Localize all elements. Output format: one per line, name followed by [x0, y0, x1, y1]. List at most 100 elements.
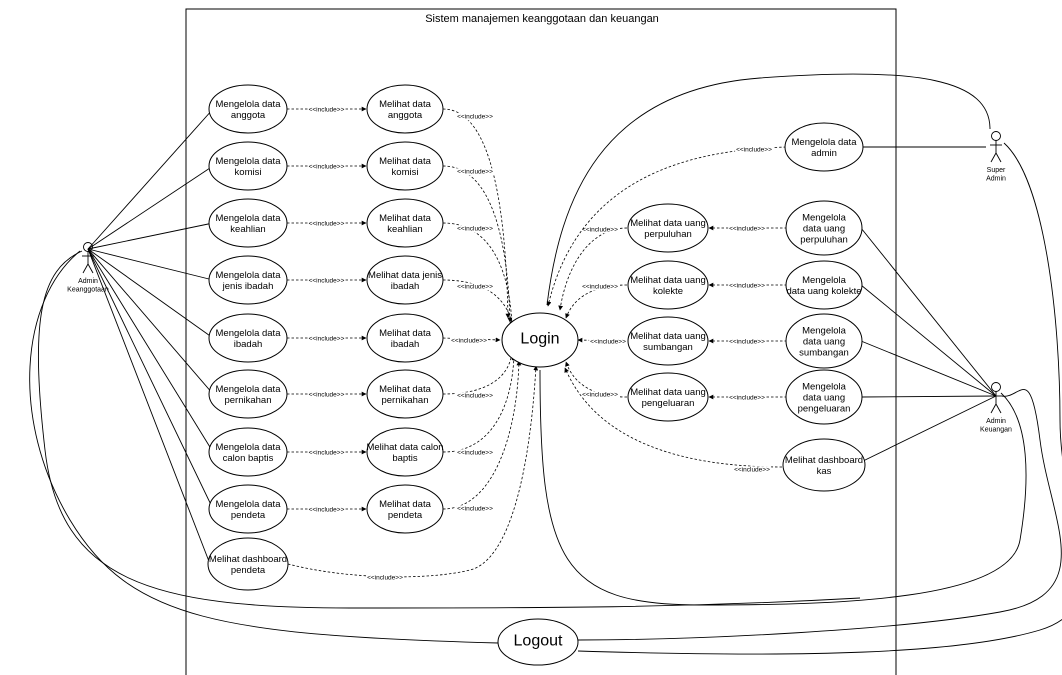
include-manage-view-uang-0-label: <<include>>	[729, 225, 765, 232]
uc-dashboard-kas-label: Melihat dashboard	[785, 455, 863, 466]
uc-manage-uang-3-label: Mengelola	[802, 382, 847, 393]
system-title: Sistem manajemen keanggotaan dan keuanga…	[425, 13, 659, 25]
uc-manage-uang-3-label: data uang	[803, 393, 845, 404]
include-view-login-2-label-bg	[456, 225, 495, 233]
actor-super-admin-label: Super	[987, 167, 1006, 174]
actor-super-admin-leg-left	[990, 152, 997, 163]
include-view-login-7-label: <<include>>	[457, 505, 493, 512]
uc-manage-0-label: Mengelola data	[216, 99, 282, 110]
uc-view-uang-0-shape	[627, 203, 709, 253]
uc-view-3-shape	[366, 255, 444, 305]
uc-dashboard-pendeta-shape	[207, 537, 289, 591]
assoc-au-manage-3	[860, 395, 997, 398]
include-view-login-0-label: <<include>>	[457, 113, 493, 120]
include-admin-login-label: <<include>>	[736, 146, 772, 153]
uc-manage-5-shape	[208, 369, 288, 419]
include-manage-view-0-label-bg	[307, 106, 346, 114]
uc-manage-uang-2-label: data uang	[803, 337, 845, 348]
include-view-login-6	[442, 355, 517, 453]
include-manage-view-2-label: <<include>>	[309, 220, 345, 227]
uc-manage-4-shape	[208, 313, 288, 363]
assoc-ak-manage-6	[87, 248, 214, 453]
uc-view-uang-0-label: Melihat data uang	[630, 218, 706, 229]
uc-view-5-shape	[366, 369, 444, 419]
include-manage-view-uang-3-label: <<include>>	[729, 394, 765, 401]
uc-view-3-label: Melihat data jenis	[368, 270, 442, 281]
include-view-login-7-label-bg	[456, 505, 495, 513]
system-boundary	[185, 8, 897, 675]
uc-dashboard-kas-shape	[782, 438, 866, 492]
uc-view-uang-0-label: perpuluhan	[644, 229, 692, 240]
assoc-au-login	[539, 369, 1027, 606]
uc-view-4-shape	[366, 313, 444, 363]
uc-manage-uang-0-shape	[785, 200, 863, 256]
include-manage-view-6-label: <<include>>	[309, 449, 345, 456]
uc-manage-6-shape	[208, 427, 288, 477]
uc-manage-admin-label: admin	[811, 148, 837, 159]
include-view-login-1	[442, 165, 513, 323]
include-manage-view-4-label-bg	[307, 335, 346, 343]
actor-super-admin-leg-right	[995, 152, 1002, 163]
include-manage-view-uang-1-label: <<include>>	[729, 282, 765, 289]
uc-view-1-shape	[366, 141, 444, 191]
assoc-sa-logout	[577, 142, 1062, 655]
uc-manage-uang-0-label: data uang	[803, 224, 845, 235]
uc-view-0-label: anggota	[388, 110, 423, 121]
uc-manage-1-shape	[208, 141, 288, 191]
uc-manage-2-label: Mengelola data	[216, 213, 282, 224]
uc-view-4-label: Melihat data	[379, 328, 431, 339]
actor-super-admin-label: Admin	[986, 176, 1006, 183]
uc-manage-4-label: Mengelola data	[216, 328, 282, 339]
include-manage-view-6-label-bg	[307, 449, 346, 457]
uc-manage-uang-3-label: pengeluaran	[798, 404, 851, 415]
include-view-login-1-label: <<include>>	[457, 168, 493, 175]
include-manage-view-5-label: <<include>>	[309, 391, 345, 398]
assoc-au-logout	[577, 389, 1062, 641]
assoc-ak-manage-5	[87, 248, 214, 395]
uc-view-1-label: Melihat data	[379, 156, 431, 167]
include-dashboard-kas-login-label: <<include>>	[734, 466, 770, 473]
uc-manage-5-label: pernikahan	[224, 395, 271, 406]
uc-login: Login	[501, 312, 579, 368]
uc-manage-2-shape	[208, 198, 288, 248]
uc-login-shape	[501, 312, 579, 368]
actor-admin-keanggotaan-leg-right	[87, 263, 94, 274]
uc-dashboard-kas-label: kas	[817, 466, 832, 477]
assoc-au-manage-1	[860, 284, 997, 397]
uc-manage-uang-2-label: Mengelola	[802, 326, 847, 337]
uc-view-uang-3-label: pengeluaran	[642, 398, 695, 409]
include-view-login-2-label: <<include>>	[457, 225, 493, 232]
actor-admin-keuangan-leg-left	[990, 403, 997, 414]
uc-manage-admin-shape	[784, 122, 864, 172]
include-dependencies: <<include>> <<include>> <<include>> <<inclu…	[287, 106, 787, 582]
uc-dashboard-pendeta-label: pendeta	[231, 565, 266, 576]
uc-manage-7-label: pendeta	[231, 510, 266, 521]
uc-view-4-label: ibadah	[391, 339, 420, 350]
include-view-login-5	[442, 351, 514, 395]
uc-manage-0-shape	[208, 84, 288, 134]
uc-manage-6-label: calon baptis	[223, 453, 274, 464]
include-manage-view-5-label-bg	[307, 391, 346, 399]
uc-manage-1-label: komisi	[235, 167, 262, 178]
uc-view-uang-2-shape	[627, 316, 709, 366]
uc-view-uang-2-label: Melihat data uang	[630, 331, 706, 342]
include-dashboard-kas-login	[564, 367, 783, 468]
uc-view-2-label: keahlian	[387, 224, 422, 235]
include-manage-view-7-label: <<include>>	[309, 506, 345, 513]
include-dashboard-pendeta-login-label-bg	[366, 574, 405, 582]
uc-manage-7-label: Mengelola data	[216, 499, 282, 510]
include-manage-view-uang-1-label-bg	[728, 282, 767, 290]
include-manage-view-uang-2-label-bg	[728, 338, 767, 346]
include-manage-view-uang-2-label: <<include>>	[729, 338, 765, 345]
uc-view-0-shape	[366, 84, 444, 134]
